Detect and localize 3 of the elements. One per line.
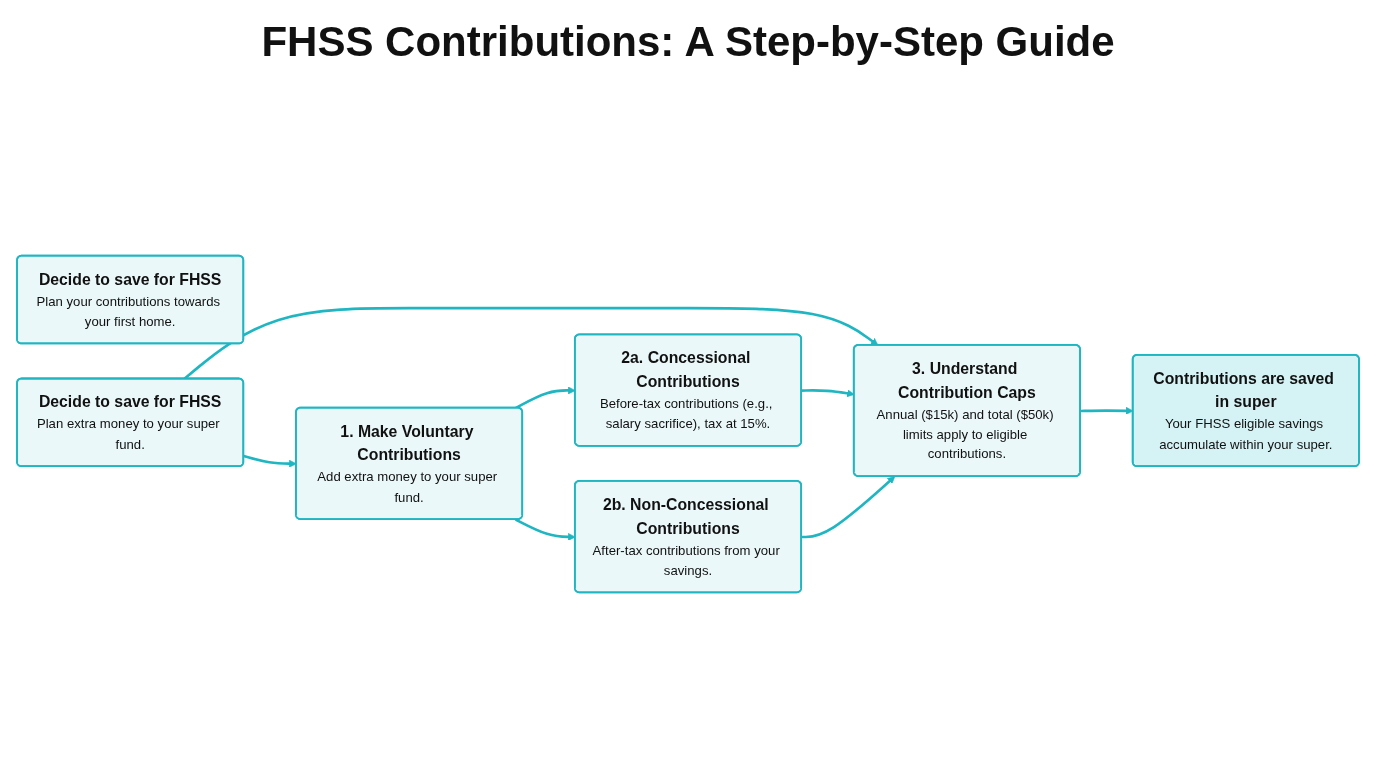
diagram-title: FHSS Contributions: A Step-by-Step Guide [260,18,1116,66]
arrow [183,306,879,380]
arrow [801,476,896,539]
